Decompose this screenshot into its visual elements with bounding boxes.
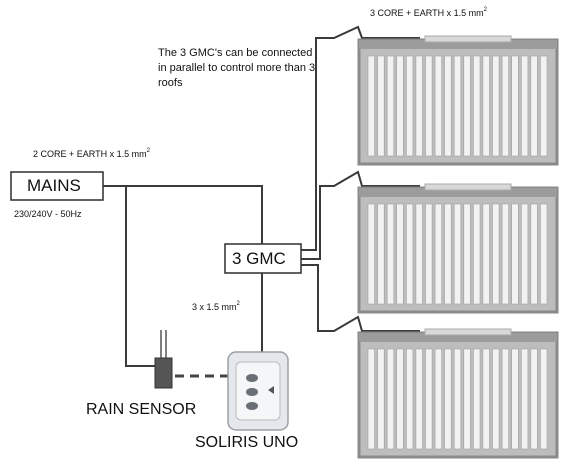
roof-slat [530,203,538,305]
roof-slat [482,55,490,157]
roof-slat [367,348,375,450]
roof-slat [511,203,519,305]
roof-slat [511,55,519,157]
roof-slat [473,348,481,450]
mains-box [10,171,104,201]
rain-sensor-label: RAIN SENSOR [86,401,197,418]
roof-slat [367,55,375,157]
soliris-label: SOLIRIS UNO [195,434,299,451]
roof-slat [473,55,481,157]
roof-slat [492,348,500,450]
mains-to-gmc-wire [103,185,263,244]
roof-slat [492,55,500,157]
roof-slat [434,203,443,305]
roof-slat [386,348,395,450]
roof-slat [377,55,385,157]
roof-slat [425,348,433,450]
gmc-to-roof-1-wire [301,25,420,251]
roof-slat [463,348,471,450]
roof-slat [530,55,538,157]
rain-sensor-device [154,330,173,389]
gmc-box [224,243,302,274]
roof-slat [444,203,452,305]
roof-slat [425,55,433,157]
roof-slat [540,348,548,450]
roof-slat [501,203,510,305]
gmc-label: 3 GMC [232,249,286,268]
roof-1 [357,35,559,166]
roof-slat [434,348,443,450]
roof-slat [377,203,385,305]
roof-slat [520,348,529,450]
roof-slat [473,203,481,305]
gmc-to-roof-2-wire [301,170,420,260]
roof-slat [396,348,404,450]
roof-slat [501,348,510,450]
mains-spec: 230/240V - 50Hz [14,209,82,219]
roof-slat [396,203,404,305]
roof-slat [434,55,443,157]
roof-slat [415,55,423,157]
roof-slat [386,55,395,157]
roof-slat [444,55,452,157]
roof-slat [540,203,548,305]
roof-slat [386,203,395,305]
roof-slat [530,348,538,450]
roof-slat [396,55,404,157]
parallel-note: The 3 GMC's can be connected in parallel… [158,47,316,89]
mains-cable-label: 2 CORE + EARTH x 1.5 mm2 [33,148,150,159]
mains-label: MAINS [27,176,81,195]
roof-slat [492,203,500,305]
gmc-to-roof-3-wire [301,264,420,332]
roof-slat [482,203,490,305]
roof-slat [425,203,433,305]
roof-slat [482,348,490,450]
roof-slat [415,203,423,305]
roofs [357,35,559,459]
roof-slat [415,348,423,450]
mains-to-sensor-wire [125,186,160,367]
roof-slat [453,55,462,157]
roof-slat [520,203,529,305]
roof-slat [377,348,385,450]
top-cable-label: 3 CORE + EARTH x 1.5 mm2 [370,7,487,18]
roof-slat [453,203,462,305]
roof-slat [367,203,375,305]
roof-slat [501,55,510,157]
soliris-uno-device [227,351,289,431]
roof-slat [453,348,462,450]
roof-2 [357,183,559,314]
roof-slat [405,348,414,450]
roof-slat [463,55,471,157]
wires [103,25,420,367]
roof-slat [405,55,414,157]
roof-slat [540,55,548,157]
roof-slat [444,348,452,450]
roof-slat [463,203,471,305]
gmc-cable-label: 3 x 1.5 mm2 [192,301,240,312]
roof-slat [520,55,529,157]
roof-slat [511,348,519,450]
roof-3 [357,328,559,459]
roof-slat [405,203,414,305]
